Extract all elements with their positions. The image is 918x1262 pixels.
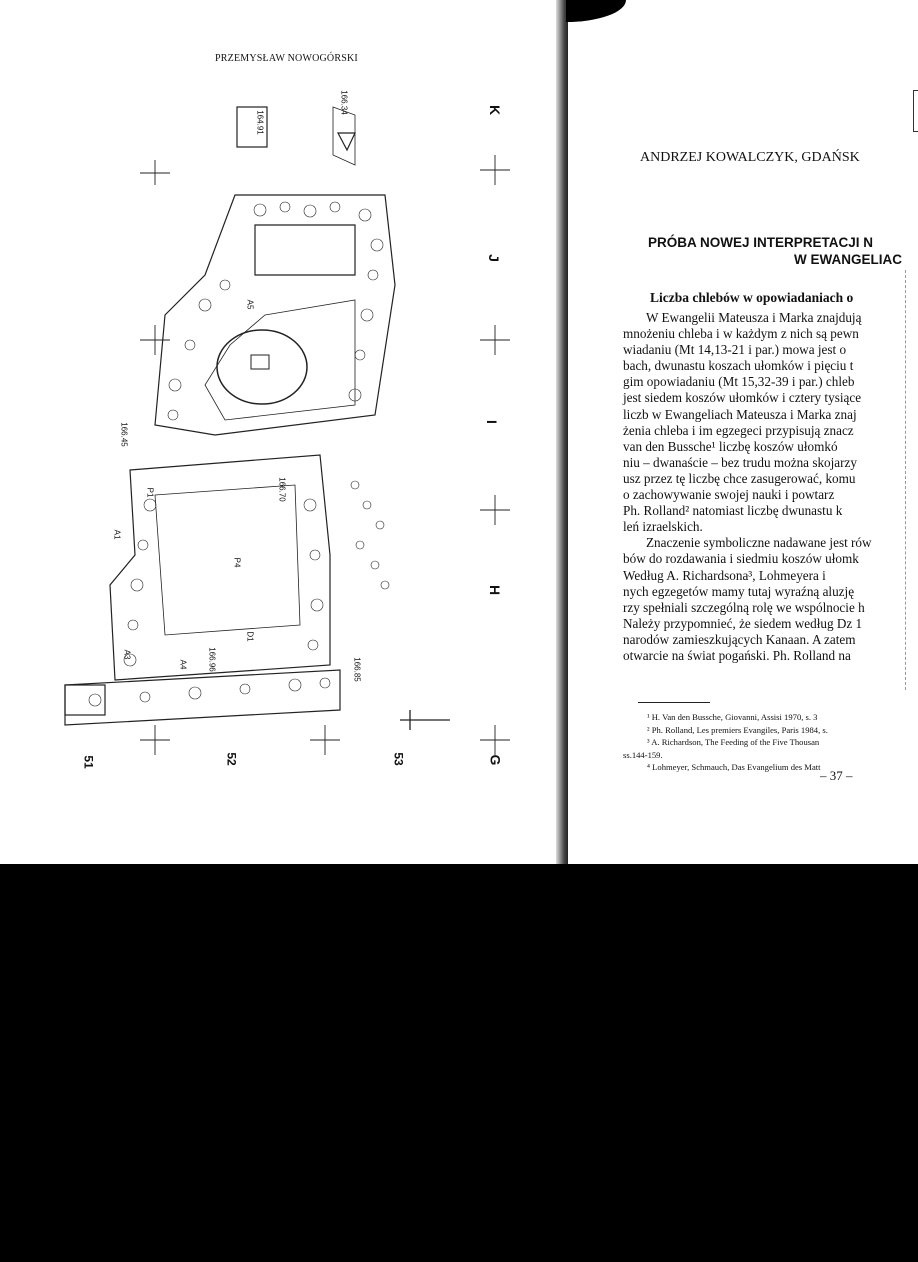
body-text: W Ewangelii Mateusza i Marka znajdują mn… — [623, 310, 918, 664]
article-author: ANDRZEJ KOWALCZYK, GDAŃSK — [640, 150, 860, 165]
text-line: jest siedem koszów ułomków i cztery tysi… — [623, 390, 862, 406]
text-line: Należy przypomnieć, że siedem według Dz … — [623, 615, 863, 631]
text-line: wiadaniu (Mt 14,13-21 i par.) mowa jest … — [623, 342, 847, 358]
footnotes: ¹ H. Van den Bussche, Giovanni, Assisi 1… — [623, 711, 918, 774]
footnote: ss.144-159. — [623, 749, 663, 760]
edge-mark — [913, 90, 918, 132]
grid-label-52: 52 — [224, 752, 239, 766]
room-label-a3: A3 — [122, 649, 132, 660]
elevation-label: 164.91 — [255, 110, 265, 135]
right-page: ANDRZEJ KOWALCZYK, GDAŃSK PRÓBA NOWEJ IN… — [568, 0, 918, 864]
grid-label-53: 53 — [391, 752, 406, 766]
footnote: ⁴ Lohmeyer, Schmauch, Das Evangelium des… — [647, 762, 821, 772]
text-line: mnożeniu chleba i w każdym z nich są pew… — [623, 326, 859, 342]
section-heading: Liczba chlebów w opowiadaniach o — [650, 290, 854, 305]
footnote-rule — [638, 702, 710, 703]
elevation-label: 166.96 — [207, 647, 217, 672]
footnote: ¹ H. Van den Bussche, Giovanni, Assisi 1… — [647, 712, 818, 722]
page-number: – 37 – — [820, 768, 853, 783]
text-line: niu – dwanaście – bez trudu można skojar… — [623, 454, 858, 470]
footnote: ² Ph. Rolland, Les premiers Evangiles, P… — [647, 724, 828, 735]
grid-label-51: 51 — [81, 755, 96, 769]
text-line: Ph. Rolland² natomiast liczbę dwunastu k — [623, 503, 843, 519]
running-head: PRZEMYSŁAW NOWOGÓRSKI — [215, 53, 358, 64]
text-line: Według A. Richardsona³, Lohmeyera i — [623, 567, 826, 583]
text-line: gim opowiadaniu (Mt 15,32-39 i par.) chl… — [623, 374, 855, 390]
room-label-a1: A1 — [112, 529, 122, 540]
text-line: rzy spełniali szczególną rolę we wspólno… — [623, 599, 865, 615]
article-title-line1: PRÓBA NOWEJ INTERPRETACJI N — [648, 235, 874, 250]
footnote: ³ A. Richardson, The Feeding of the Five… — [647, 737, 820, 747]
book-gutter — [556, 0, 570, 864]
room-label-p4: P4 — [232, 557, 242, 568]
room-label-p1: P1 — [145, 487, 155, 498]
text-line: leń izraelskich. — [623, 519, 703, 535]
grid-label-g: G — [487, 754, 504, 766]
room-label-a5: A5 — [245, 299, 255, 310]
text-line: bów do rozdawania i siedmiu koszów ułomk — [623, 551, 859, 567]
text-line: żenia chleba i im egzegeci przypisują zn… — [623, 422, 854, 438]
text-line: usz przez tę liczbę chce zasugerować, ko… — [623, 470, 856, 486]
left-page: PRZEMYSŁAW NOWOGÓRSKI — [0, 0, 564, 864]
room-label-a4: A4 — [178, 659, 188, 670]
excavation-plan — [64, 106, 510, 755]
elevation-label: 166.70 — [277, 477, 287, 502]
text-line: bach, dwunastu koszach ułomków i pięciu … — [623, 358, 854, 374]
text-line: o zachowywanie swojej nauki i powtarz — [623, 487, 835, 503]
elevation-label: 166.45 — [119, 422, 129, 447]
text-line: W Ewangelii Mateusza i Marka znajdują — [646, 310, 862, 325]
margin-guide — [905, 270, 907, 690]
elevation-label: 166.34 — [339, 90, 349, 115]
grid-label-j: J — [485, 254, 502, 262]
text-line: nych egzegetów mamy tutaj wyraźną aluzję — [623, 583, 855, 599]
room-label-d1: D1 — [245, 631, 255, 642]
grid-label-h: H — [487, 584, 504, 596]
grid-label-k: K — [487, 104, 504, 116]
text-line: otwarcie na świat pogański. Ph. Rolland … — [623, 647, 851, 663]
text-line: narodów zamieszkujących Kanaan. A zatem — [623, 631, 856, 647]
text-line: Znaczenie symboliczne nadawane jest rów — [646, 535, 872, 551]
grid-label-i: I — [483, 420, 500, 424]
text-line: liczb w Ewangeliach Mateusza i Marka zna… — [623, 406, 857, 422]
text-line: van den Bussche¹ liczbę koszów ułomkó — [623, 438, 838, 454]
article-title-line2: W EWANGELIAC — [794, 252, 902, 267]
elevation-label: 166.85 — [352, 657, 362, 682]
